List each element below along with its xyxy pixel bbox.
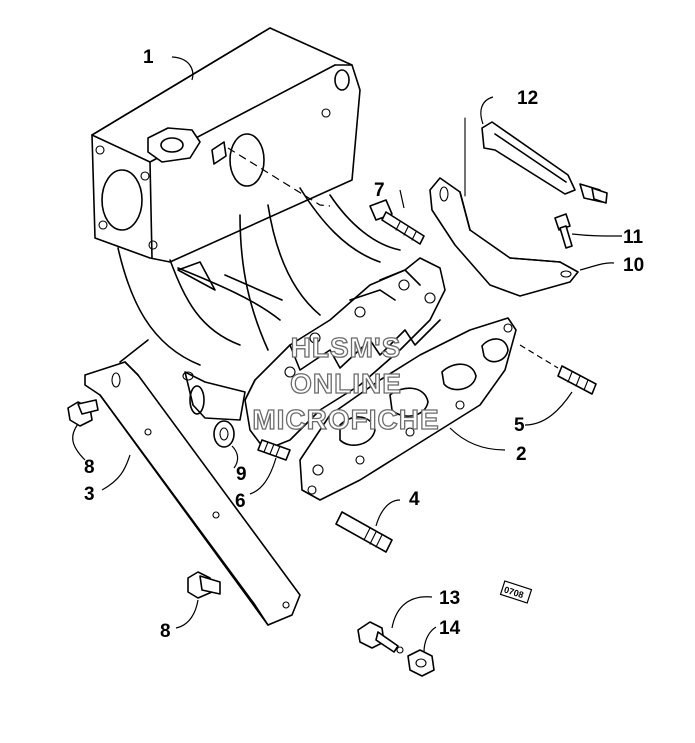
bracket-part-10-12 — [429, 117, 579, 297]
small-part-tag: 0708 — [499, 580, 533, 604]
bolt-part-13 — [357, 621, 404, 654]
callout-12: 12 — [517, 88, 538, 109]
bolt-part-8-lower — [187, 571, 221, 599]
callout-9: 9 — [236, 464, 247, 485]
callout-7: 7 — [374, 180, 385, 201]
callout-8-upper: 8 — [84, 457, 95, 478]
stud-part-4 — [335, 511, 393, 553]
leader-lines — [72, 56, 623, 653]
callout-14: 14 — [439, 618, 461, 639]
bolt-part-7 — [369, 199, 425, 245]
callout-2: 2 — [516, 444, 527, 465]
watermark-line-1: HLSM'S — [291, 332, 402, 363]
callouts: 1 2 3 4 5 6 7 8 8 9 10 11 12 13 14 — [84, 47, 644, 642]
callout-4: 4 — [409, 489, 420, 510]
washer-part-9 — [213, 420, 235, 448]
callout-6: 6 — [235, 491, 246, 512]
muffler-part-1 — [91, 27, 361, 263]
watermark: HLSM'S ONLINE MICROFICHE — [252, 331, 440, 435]
stud-part-6 — [257, 439, 291, 461]
stud-part-5 — [519, 344, 597, 395]
watermark-line-3: MICROFICHE — [252, 404, 439, 435]
bolt-part-11 — [554, 183, 608, 249]
gasket-part-2 — [299, 317, 517, 501]
callout-5: 5 — [514, 415, 525, 436]
nut-part-14 — [407, 649, 435, 677]
callout-11: 11 — [623, 227, 644, 248]
callout-1: 1 — [143, 47, 154, 68]
exhaust-manifold — [182, 257, 446, 451]
callout-13: 13 — [439, 588, 460, 609]
watermark-line-2: ONLINE — [290, 368, 402, 399]
callout-8-lower: 8 — [160, 621, 171, 642]
callout-3: 3 — [84, 484, 95, 505]
bolt-part-8-upper — [67, 399, 99, 427]
bracket-part-3 — [84, 339, 301, 626]
exhaust-pipe — [117, 187, 401, 366]
callout-10: 10 — [623, 255, 644, 276]
